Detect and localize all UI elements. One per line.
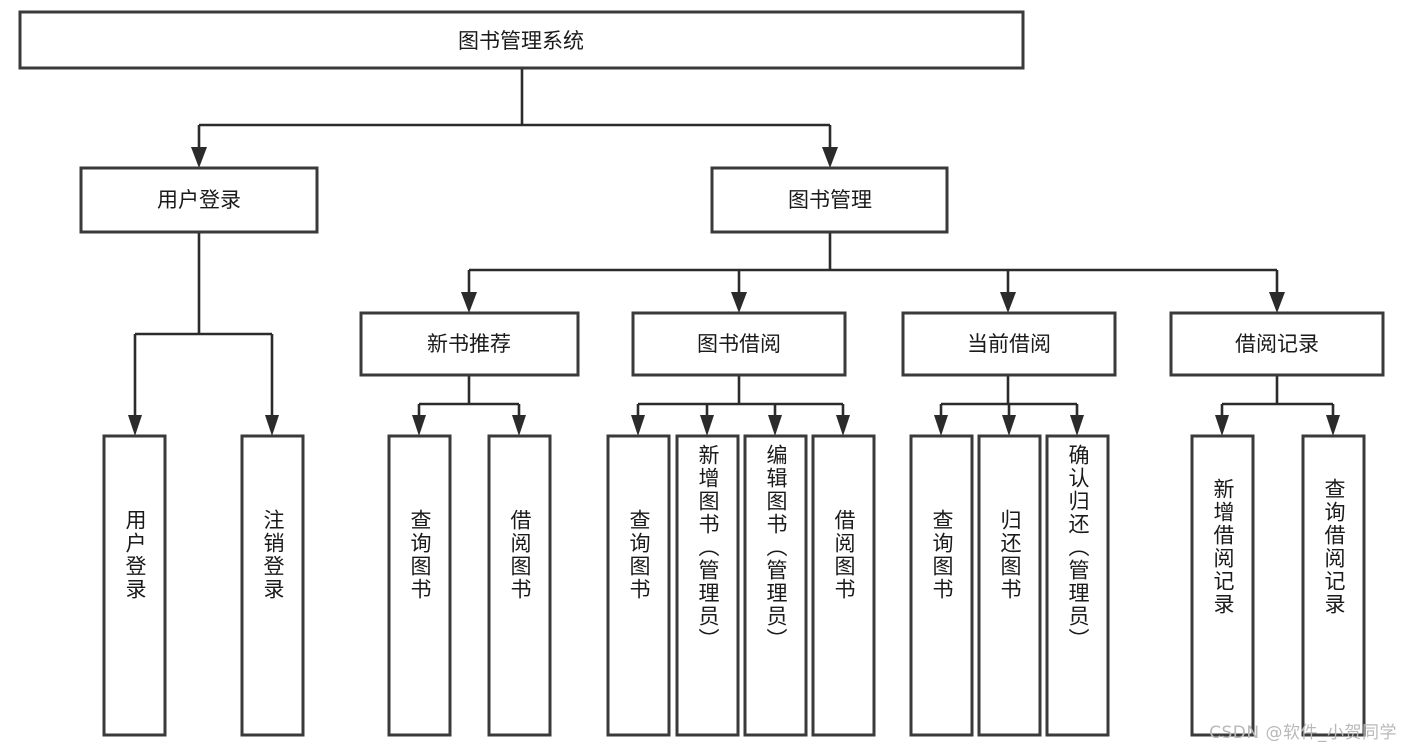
- arrow-head-leaf-query-book-3: [934, 415, 948, 436]
- leaf-user-login-box[interactable]: [102, 434, 167, 737]
- node-root[interactable]: 图书管理系统: [18, 10, 1025, 70]
- arrow-head-leaf-borrow-book-1: [512, 415, 526, 436]
- arrow-head-leaf-confirm-return: [1070, 415, 1084, 436]
- leaf-add-record-box[interactable]: [1190, 434, 1255, 737]
- arrow-head-new-book-rec: [461, 292, 477, 313]
- arrow-head-leaf-add-book: [700, 415, 714, 436]
- node-book-manage-box[interactable]: [710, 166, 949, 234]
- node-book-manage-label: 图书管理: [788, 188, 872, 212]
- arrow-head-leaf-query-record: [1326, 415, 1340, 436]
- csdn-watermark: CSDN @软件_小贺同学: [1209, 723, 1397, 743]
- arrow-head-leaf-return-book: [1002, 415, 1016, 436]
- leaf-query-book-2-box[interactable]: [606, 434, 671, 737]
- node-book-borrow-box[interactable]: [631, 311, 847, 377]
- node-book-manage[interactable]: 图书管理: [710, 166, 949, 234]
- arrow-head-current-borrow: [1000, 292, 1016, 313]
- arrow-head-leaf-logout: [265, 415, 279, 436]
- node-current-borrow-box[interactable]: [901, 311, 1117, 377]
- arrow-head-leaf-query-book-2: [631, 415, 645, 436]
- node-user-login-label: 用户登录: [157, 188, 241, 212]
- leaf-borrow-book-1-box[interactable]: [487, 434, 552, 737]
- arrow-head-borrow-record: [1269, 292, 1285, 313]
- leaf-query-book-3-box[interactable]: [909, 434, 974, 737]
- node-user-login-box[interactable]: [79, 166, 319, 234]
- leaf-return-book-box[interactable]: [977, 434, 1042, 737]
- node-borrow-record-label: 借阅记录: [1235, 332, 1319, 356]
- node-book-borrow[interactable]: 图书借阅: [631, 311, 847, 377]
- node-current-borrow[interactable]: 当前借阅: [901, 311, 1117, 377]
- node-root-box[interactable]: [18, 10, 1025, 70]
- node-new-book-rec-box[interactable]: [359, 311, 580, 377]
- arrow-head-book-borrow: [731, 292, 747, 313]
- arrow-head-user-login: [191, 147, 207, 168]
- connector-group-current-borrow: [934, 375, 1084, 436]
- node-book-borrow-label: 图书借阅: [697, 332, 781, 356]
- leaf-edit-book-box[interactable]: [743, 434, 808, 737]
- node-borrow-record-box[interactable]: [1169, 311, 1385, 377]
- leaf-query-book-1-box[interactable]: [387, 434, 452, 737]
- arrow-head-leaf-query-book-1: [412, 415, 426, 436]
- node-new-book-rec-label: 新书推荐: [427, 332, 511, 356]
- arrow-head-leaf-user-login: [128, 415, 142, 436]
- connector-group-borrow-record: [1215, 375, 1340, 436]
- node-new-book-rec[interactable]: 新书推荐: [359, 311, 580, 377]
- leaf-add-book-box[interactable]: [675, 434, 740, 737]
- node-root-label: 图书管理系统: [458, 29, 584, 53]
- node-current-borrow-label: 当前借阅: [967, 332, 1051, 356]
- leaf-borrow-book-2-box[interactable]: [811, 434, 876, 737]
- connector-group-user-login: [128, 232, 279, 436]
- leaf-logout-box[interactable]: [240, 434, 305, 737]
- leaf-query-record-box[interactable]: [1301, 434, 1366, 737]
- leaf-boxes: [102, 434, 1366, 737]
- arrow-head-leaf-add-record: [1215, 415, 1229, 436]
- arrow-head-book-manage: [822, 147, 838, 168]
- arrow-head-leaf-edit-book: [768, 415, 782, 436]
- connector-group-new-book-rec: [412, 375, 526, 436]
- leaf-confirm-return-box[interactable]: [1045, 434, 1110, 737]
- node-user-login[interactable]: 用户登录: [79, 166, 319, 234]
- node-borrow-record[interactable]: 借阅记录: [1169, 311, 1385, 377]
- connector-group-root: [191, 68, 838, 168]
- connector-group-book-borrow: [631, 375, 850, 436]
- arrow-head-leaf-borrow-book-2: [836, 415, 850, 436]
- connector-group-book-manage: [461, 232, 1285, 313]
